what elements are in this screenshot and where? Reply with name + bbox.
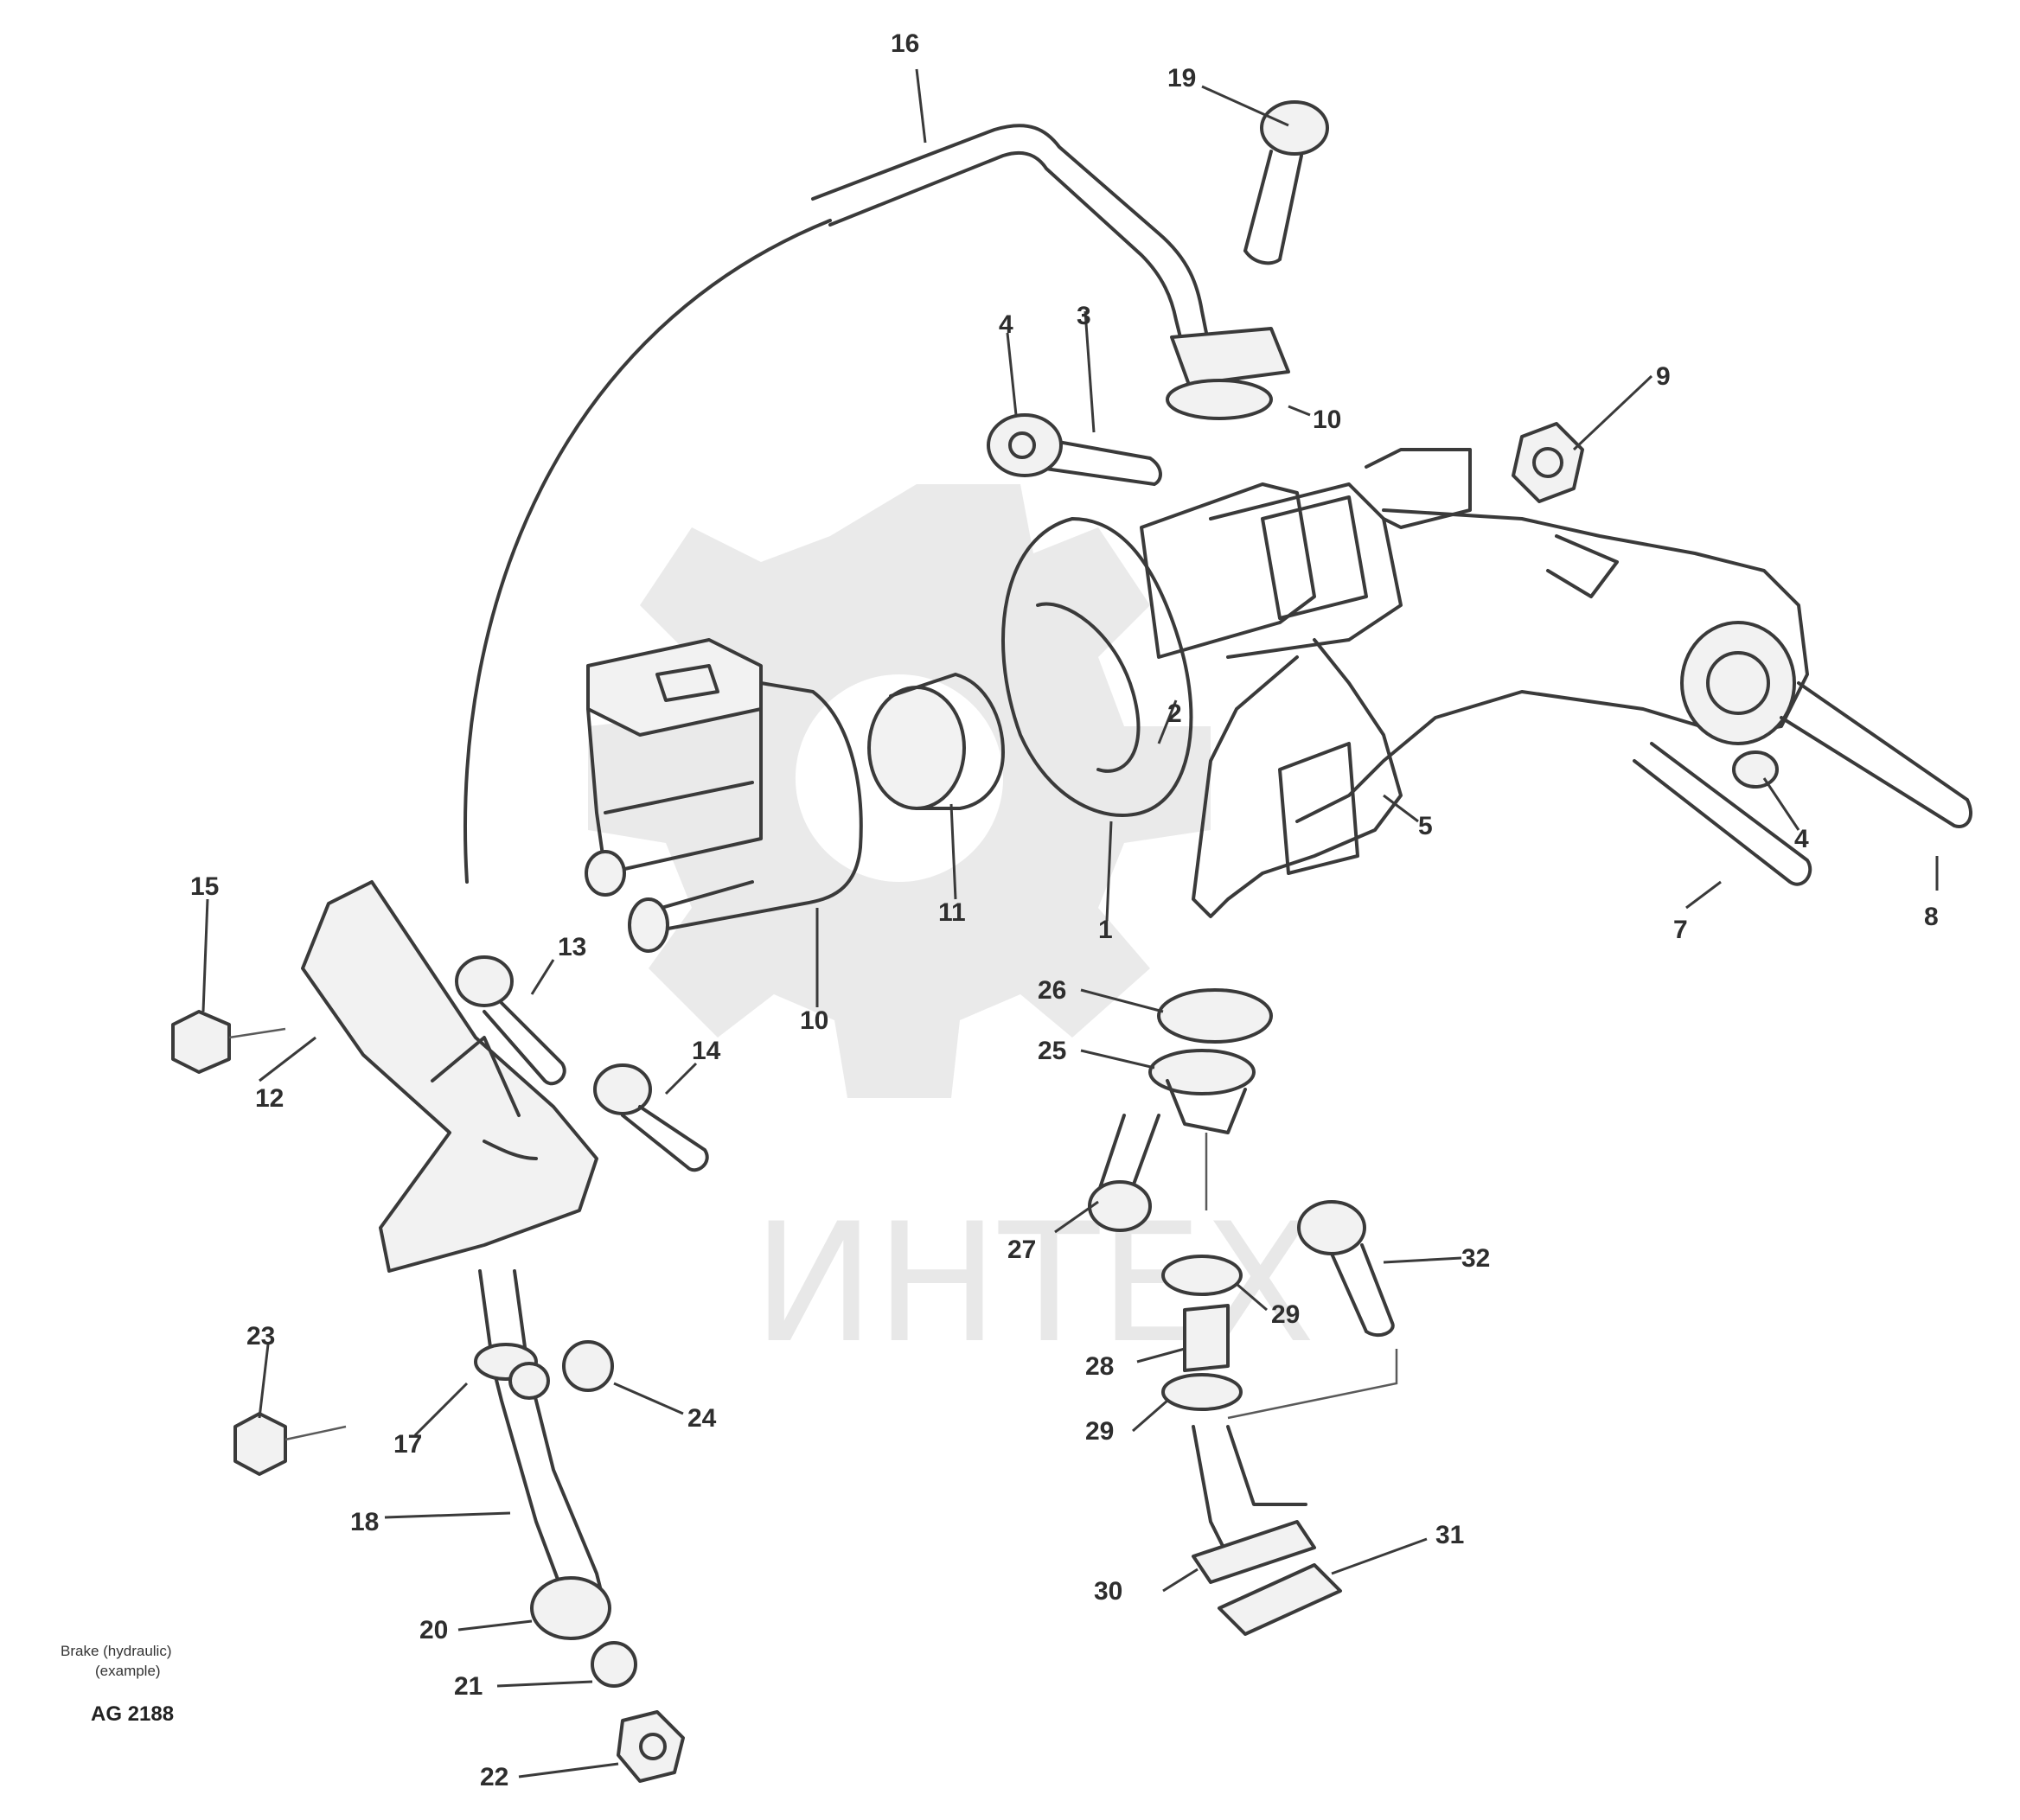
callout-5: 5 — [1418, 812, 1433, 840]
note-line-2: (example) — [95, 1663, 161, 1679]
callout-15: 15 — [190, 872, 219, 901]
callout-4b: 4 — [1794, 825, 1809, 853]
callout-7: 7 — [1673, 916, 1688, 944]
callout-24: 24 — [687, 1404, 717, 1433]
callout-21: 21 — [454, 1672, 483, 1701]
spool-8 — [1680, 621, 1972, 828]
callout-23: 23 — [246, 1322, 275, 1351]
nut-22 — [617, 1710, 685, 1783]
callout-19: 19 — [1167, 64, 1196, 93]
bolt-14 — [593, 1063, 709, 1172]
pipe-18-lower — [474, 1269, 611, 1640]
note-line-1: Brake (hydraulic) — [61, 1643, 172, 1659]
gear-logo-icon — [588, 484, 1211, 1098]
sleeve-11 — [867, 673, 1005, 810]
callout-9: 9 — [1656, 362, 1671, 391]
ring-24 — [562, 1340, 614, 1392]
callout-3: 3 — [1077, 302, 1091, 330]
nut-9 — [1512, 422, 1584, 503]
washer-29b — [1161, 1373, 1243, 1411]
callout-31: 31 — [1435, 1521, 1464, 1549]
callout-17: 17 — [393, 1430, 422, 1459]
figure-code: AG 2188 — [91, 1702, 174, 1726]
bolt-31 — [1218, 1563, 1342, 1636]
spacer-28 — [1183, 1304, 1230, 1372]
callout-30: 30 — [1094, 1577, 1122, 1606]
brake-line-arc — [463, 219, 832, 884]
callout-11: 11 — [938, 898, 966, 927]
watermark-logo: ИНТЕХ — [588, 484, 1315, 1379]
ring-21 — [591, 1641, 637, 1688]
washer-29 — [1161, 1255, 1243, 1296]
figure-note: Brake (hydraulic) (example) AG 2188 — [61, 1643, 174, 1726]
pipe-16-top-inner — [828, 150, 1186, 356]
bolt-27 — [1088, 1114, 1160, 1232]
callout-22: 22 — [480, 1763, 508, 1791]
callout-1: 1 — [1098, 916, 1113, 944]
nut-23 — [233, 1412, 347, 1476]
callout-32: 32 — [1461, 1244, 1490, 1273]
callout-10: 10 — [1313, 406, 1341, 434]
callout-29b: 29 — [1085, 1417, 1114, 1446]
callout-2: 2 — [1167, 699, 1182, 728]
leader-lines — [201, 68, 1939, 1778]
callout-12: 12 — [255, 1084, 284, 1113]
master-cylinder-10 — [585, 638, 863, 953]
callout-16: 16 — [891, 29, 919, 58]
callout-labels: 16 19 4 3 9 10 2 5 1 4 8 7 11 10 15 13 1… — [190, 29, 1939, 1791]
callout-29: 29 — [1271, 1300, 1300, 1329]
bolt-19-top — [1243, 100, 1329, 265]
valve-25-26 — [1148, 988, 1273, 1210]
bolt-3 — [987, 413, 1162, 486]
callout-18: 18 — [350, 1508, 379, 1536]
pipe-16-top — [811, 124, 1212, 356]
callout-26: 26 — [1038, 976, 1066, 1005]
nut-15 — [171, 1010, 286, 1074]
callout-8: 8 — [1924, 903, 1939, 931]
ring-4-right — [1732, 750, 1779, 789]
bracket-12 — [301, 880, 598, 1273]
pipe-30 — [1192, 1425, 1316, 1584]
callout-28: 28 — [1085, 1352, 1114, 1381]
bolt-13 — [455, 955, 566, 1086]
callout-20: 20 — [419, 1616, 448, 1644]
caliper-bracket-assembly — [1001, 448, 1809, 918]
pin-7 — [1633, 742, 1812, 886]
callout-14: 14 — [692, 1037, 721, 1065]
bolt-32 — [1227, 1200, 1398, 1420]
fitting-10 — [1166, 327, 1290, 420]
callout-25: 25 — [1038, 1037, 1066, 1065]
callout-4: 4 — [999, 310, 1013, 339]
callout-27: 27 — [1007, 1236, 1036, 1264]
callout-13: 13 — [558, 933, 586, 961]
callout-10b: 10 — [800, 1006, 828, 1035]
